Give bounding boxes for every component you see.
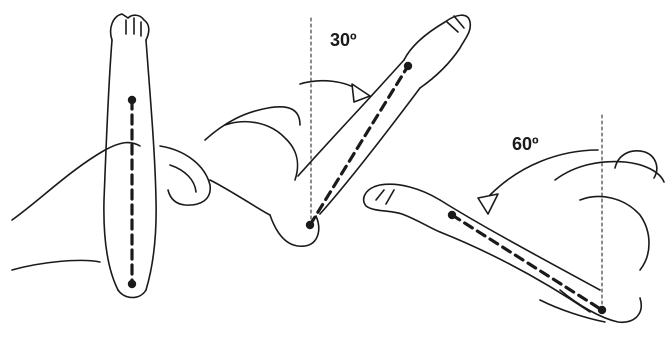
torso-outline-2 <box>205 107 300 140</box>
angle-label-60: 60º <box>512 134 539 155</box>
torso-outline-left-lower <box>12 260 100 270</box>
hand-3-outline <box>364 184 440 232</box>
upper-arm-outline <box>118 290 146 298</box>
finger-lines <box>126 18 141 36</box>
shoulder-3 <box>580 196 649 270</box>
axis-point-top-60 <box>449 212 456 219</box>
elbow-bulge <box>160 146 210 205</box>
forearm-right-edge <box>146 40 156 290</box>
axis-point-bottom-0 <box>129 281 136 288</box>
torso-outline-2-lower <box>210 180 270 215</box>
forearm-3-upper-edge <box>440 200 600 290</box>
rotation-arrow-60 <box>490 150 598 195</box>
torso-outline-left <box>12 143 140 220</box>
axis-point-top-30 <box>405 63 412 70</box>
body-3-lower <box>540 300 605 322</box>
panel-0-degrees <box>12 14 210 298</box>
rotation-arrow-60-head <box>478 194 498 214</box>
angle-label-30: 30º <box>330 30 357 51</box>
hand-3-fingers <box>376 190 394 204</box>
shoulder-2 <box>225 122 298 180</box>
axis-point-top-0 <box>129 97 136 104</box>
elbow-bulge-inner <box>170 165 196 192</box>
axis-line-60 <box>452 215 602 310</box>
forearm-left-edge <box>104 40 118 290</box>
hand-2-outline <box>404 15 470 88</box>
axis-point-bottom-30 <box>307 222 314 229</box>
torso-outline-3 <box>555 162 664 182</box>
hand-outline <box>111 14 149 40</box>
axis-point-bottom-60 <box>599 307 606 314</box>
forearm-2-lower-edge <box>320 88 420 214</box>
